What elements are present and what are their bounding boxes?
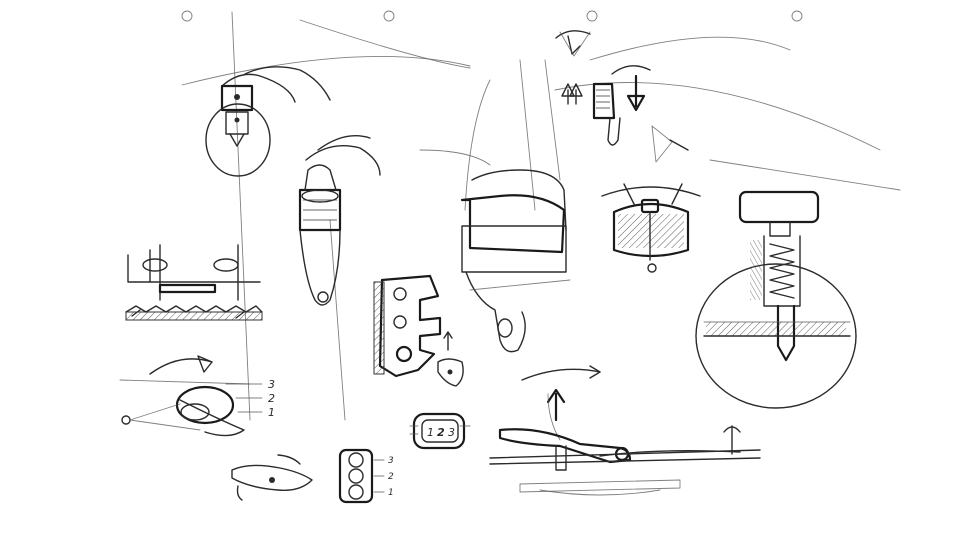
stack-label: 3	[388, 456, 394, 466]
punch-holes	[181, 10, 803, 22]
gear-detail-sketch	[601, 183, 701, 273]
stack-label: 2	[388, 472, 394, 482]
rail-lever-sketch	[489, 365, 761, 496]
callout-label: 2	[268, 392, 275, 405]
clamp-bracket-sketch	[373, 274, 464, 387]
handle-sketch	[298, 135, 381, 306]
stack-label: 1	[388, 488, 394, 498]
position-stack-sketch: 3 2 1	[338, 448, 394, 504]
lever-piece-sketch	[231, 454, 313, 501]
rotary-disk-sketch: 3 2 1	[119, 355, 275, 437]
knob-digit: 3	[448, 426, 455, 439]
construction-lines	[181, 11, 901, 421]
knob-digit: 2	[437, 426, 445, 439]
spring-plunger-sketch	[695, 190, 857, 409]
callout-label: 1	[268, 406, 275, 419]
top-clip-arrows-sketch	[555, 30, 689, 163]
ratchet-teeth-sketch	[125, 244, 263, 321]
strap-buckle-sketch	[460, 169, 571, 353]
numbered-knob-sketch: 1 2 3	[409, 412, 471, 450]
tube-clip-sketch	[205, 66, 331, 177]
callout-label: 3	[268, 378, 275, 391]
knob-digit: 1	[427, 426, 434, 439]
